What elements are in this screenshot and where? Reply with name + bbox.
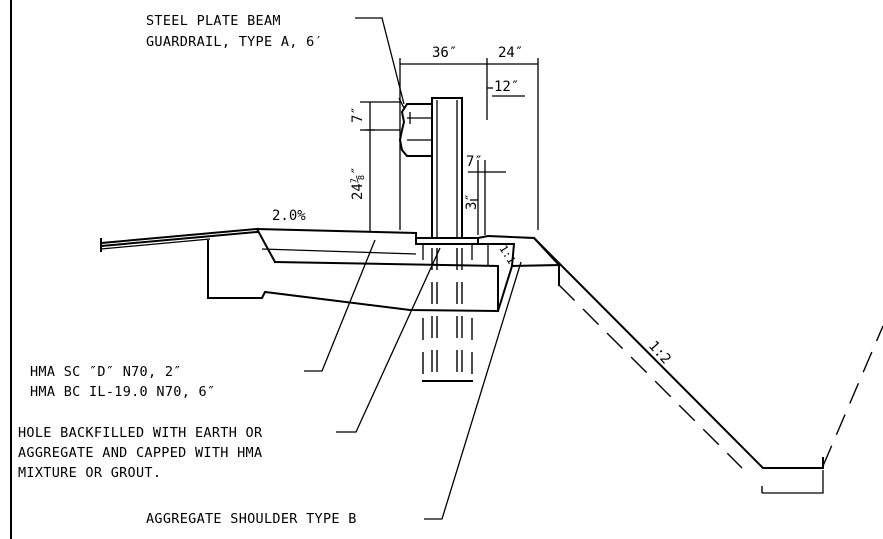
guardrail-callout-line1: STEEL PLATE BEAM <box>146 13 281 29</box>
dimension-cap <box>468 160 506 235</box>
dimension-36in-label: 36″ <box>432 45 457 61</box>
cross-slope-label: 2.0% <box>272 208 306 224</box>
hma-leader <box>304 239 376 372</box>
dimension-beam-height-label: 24⅞″ <box>350 166 366 200</box>
foreslope-label: 1:2 <box>645 338 674 368</box>
guardrail-post <box>422 97 473 382</box>
hole-callout-line1: HOLE BACKFILLED WITH EARTH OR <box>18 425 263 441</box>
dimension-3in-label: 3″ <box>464 193 480 210</box>
dimension-7in-cap-label: 7″ <box>466 154 483 170</box>
hma-callout-line2: HMA BC IL-19.0 N70, 6″ <box>30 384 215 400</box>
hole-callout-line2: AGGREGATE AND CAPPED WITH HMA <box>18 445 262 461</box>
existing-pavement <box>99 227 259 252</box>
hole-callout-line3: MIXTURE OR GROUT. <box>18 465 161 481</box>
shoulder-leader <box>424 261 522 520</box>
dimension-24in-label: 24″ <box>498 45 523 61</box>
guardrail-leader <box>355 17 405 105</box>
hma-pavement-layers <box>207 227 516 313</box>
shoulder-callout: AGGREGATE SHOULDER TYPE B <box>146 511 357 527</box>
w-beam-rail <box>398 103 433 157</box>
hma-cap <box>415 237 479 260</box>
hma-callout-line1: HMA SC ″D″ N70, 2″ <box>30 364 182 380</box>
aggregate-shoulder <box>476 234 883 494</box>
dimension-12in-label: 12″ <box>494 79 519 95</box>
dimension-vertical <box>360 101 400 232</box>
dimension-7in-vertical-label: 7″ <box>350 106 366 123</box>
hole-leader <box>336 247 441 433</box>
guardrail-callout-line2: GUARDRAIL, TYPE A, 6′ <box>146 34 323 50</box>
